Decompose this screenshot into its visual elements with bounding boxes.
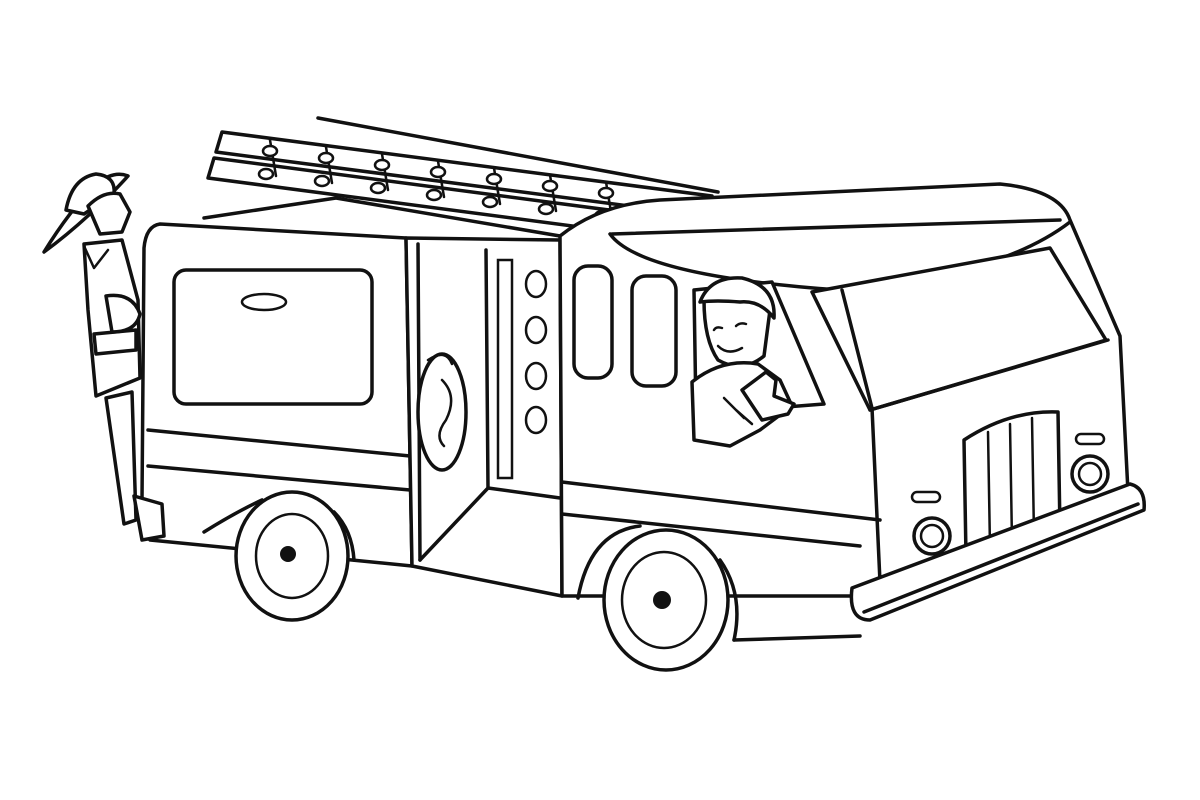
cab-rear-window xyxy=(572,264,614,380)
cab-middle-window xyxy=(630,274,678,388)
firefighter-standing xyxy=(42,172,166,542)
front-wheel xyxy=(576,524,862,672)
cab xyxy=(558,182,1146,622)
rear-body xyxy=(140,196,562,568)
compartment-handle xyxy=(240,292,288,312)
thumbs-up-hand xyxy=(740,370,796,422)
side-compartment xyxy=(172,268,374,406)
hose-reel xyxy=(416,352,468,472)
rear-wheel xyxy=(202,490,356,622)
hose-compartment xyxy=(404,236,564,598)
ladder-rail xyxy=(496,258,514,480)
side-lights xyxy=(524,269,548,435)
driver xyxy=(690,276,796,448)
headlights xyxy=(910,432,1110,556)
front-bumper xyxy=(849,482,1146,622)
